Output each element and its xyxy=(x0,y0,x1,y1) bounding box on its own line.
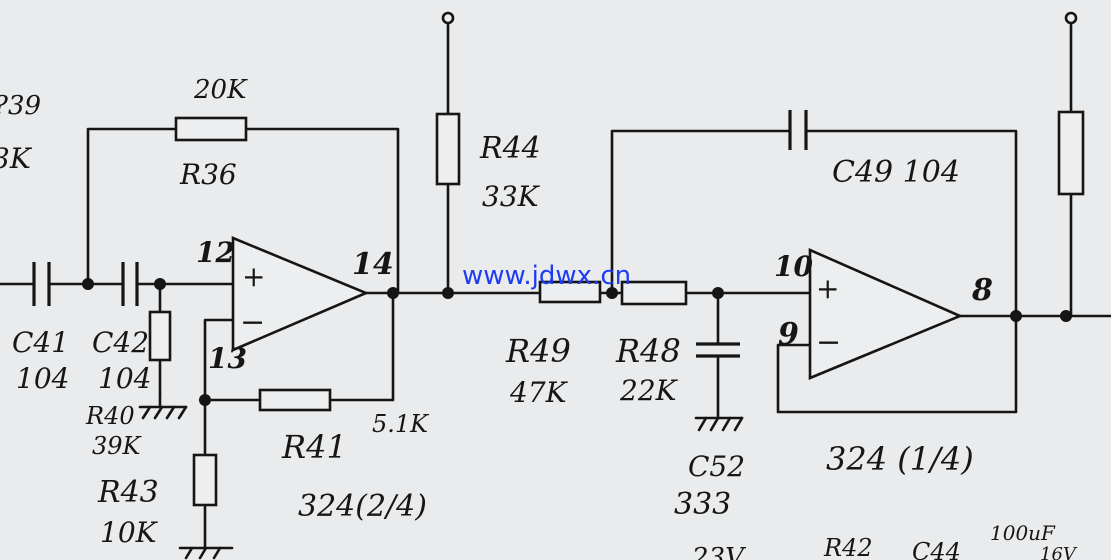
junction-dot xyxy=(387,287,399,299)
junction-dot xyxy=(442,287,454,299)
r48-value-label: 22K xyxy=(619,374,679,407)
r41-feedback-wire xyxy=(203,291,395,402)
c41-name-label: C41 xyxy=(12,326,69,359)
c41-capacitor xyxy=(32,262,51,306)
bottom-fragment-label: C44 xyxy=(912,538,961,560)
r41-name-label: R41 xyxy=(281,428,347,466)
c49-capacitor xyxy=(788,110,808,150)
junction-dot xyxy=(199,394,211,406)
pin-9-label: 9 xyxy=(778,317,799,352)
r48-resistor xyxy=(620,280,688,306)
c49-feedback-wire xyxy=(610,129,1018,318)
c52-name-label: C52 xyxy=(688,450,745,483)
resistors xyxy=(148,110,1085,507)
r36-value-label: 20K xyxy=(193,75,248,105)
c52-capacitor xyxy=(696,342,740,358)
labels: ?39 3K 20K R36 R44 33K C49 104 12 13 14 … xyxy=(0,75,1078,560)
junction-dot xyxy=(606,287,618,299)
r40-ground-symbol xyxy=(138,392,188,420)
watermark-text: www.jdwx.cn xyxy=(462,261,631,291)
u2-minus-sign: − xyxy=(816,325,841,360)
pin-13-label: 13 xyxy=(208,342,247,375)
r44-value-label: 33K xyxy=(482,180,541,213)
op-amps xyxy=(231,236,964,380)
capacitors xyxy=(32,110,808,358)
c41-value-label: 104 xyxy=(16,362,69,395)
r49-resistor xyxy=(538,280,602,304)
junction-dot xyxy=(1060,310,1072,322)
u2-feedback-wire xyxy=(776,314,1018,414)
c42-name-label: C42 xyxy=(92,326,149,359)
pin-12-label: 12 xyxy=(196,236,235,269)
junction-dot xyxy=(82,278,94,290)
bottom-fragment-label: 23V xyxy=(691,543,746,560)
junctions xyxy=(82,278,1072,406)
junction-dot xyxy=(154,278,166,290)
u1-plus-sign: + xyxy=(242,260,265,293)
r36-feedback-wire xyxy=(86,127,400,295)
u1-part-label: 324(2/4) xyxy=(298,489,427,524)
c49-label: C49 104 xyxy=(832,155,960,190)
r41-resistor xyxy=(258,388,332,412)
pin-8-label: 8 xyxy=(971,273,993,308)
r44-resistor xyxy=(435,112,461,186)
bottom-fragment-label: 16V xyxy=(1040,544,1078,560)
pin-10-label: 10 xyxy=(774,250,813,283)
r43-resistor xyxy=(192,453,218,507)
r48-name-label: R48 xyxy=(615,332,681,370)
c52-value-label: 333 xyxy=(674,487,731,522)
bottom-fragment-label: R42 xyxy=(823,534,873,560)
r36-name-label: R36 xyxy=(179,158,237,191)
c42-capacitor xyxy=(121,262,139,306)
r43-ground-symbol xyxy=(178,546,234,560)
c42-value-label: 104 xyxy=(98,362,151,395)
r39-name-label: ?39 xyxy=(0,91,41,121)
op-amp-u2-triangle xyxy=(808,248,964,380)
r49-name-label: R49 xyxy=(505,332,571,370)
r36-resistor xyxy=(174,116,248,142)
r40-value-label: 39K xyxy=(92,432,143,460)
bottom-fragment-label: 100uF xyxy=(990,521,1056,545)
r44-supply-terminal xyxy=(441,11,455,25)
u1-minus-sign: − xyxy=(240,305,265,340)
junction-dot xyxy=(1010,310,1022,322)
junction-dot xyxy=(712,287,724,299)
right-supply-terminal xyxy=(1064,11,1078,25)
r49-value-label: 47K xyxy=(509,376,569,409)
u2-plus-sign: + xyxy=(816,272,839,305)
pin-14-label: 14 xyxy=(352,247,394,282)
c52-ground-symbol xyxy=(694,416,744,432)
r40-resistor xyxy=(148,310,172,362)
terminals xyxy=(441,11,1078,25)
r40-name-label: R40 xyxy=(85,402,135,430)
right-pullup-resistor xyxy=(1057,110,1085,196)
r43-name-label: R43 xyxy=(97,475,159,510)
r43-value-label: 10K xyxy=(100,516,159,549)
r41-value-label: 5.1K xyxy=(372,410,430,438)
r39-value-label: 3K xyxy=(0,142,33,175)
r44-name-label: R44 xyxy=(479,131,541,166)
u2-part-label: 324 (1/4) xyxy=(826,440,974,478)
op-amp-u1-triangle xyxy=(231,236,370,352)
grounds xyxy=(138,392,744,560)
